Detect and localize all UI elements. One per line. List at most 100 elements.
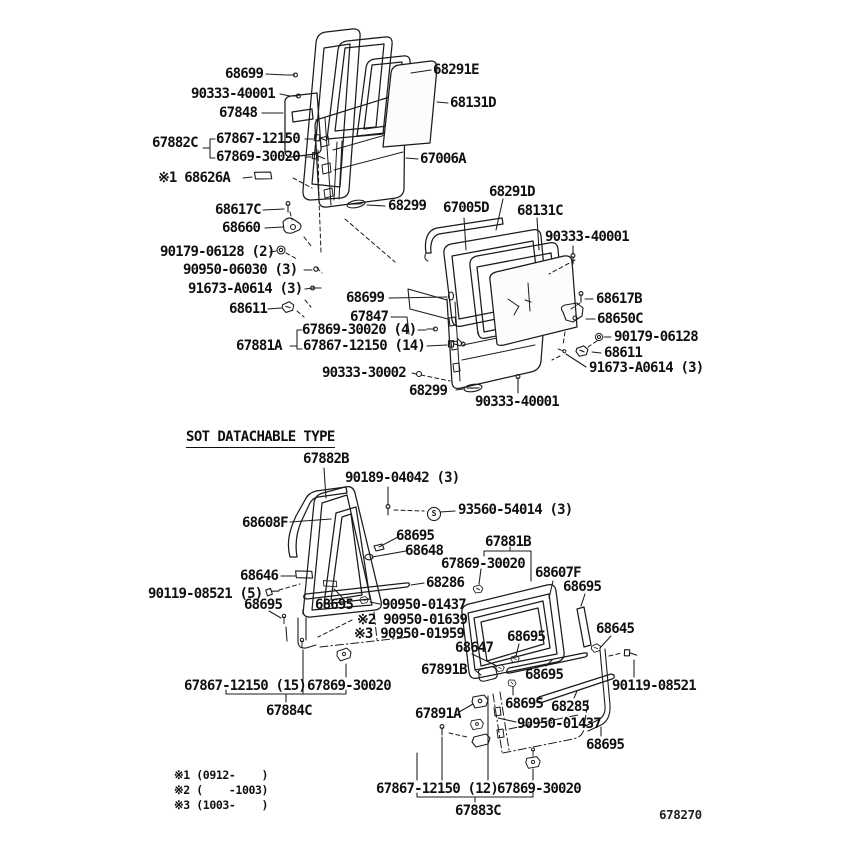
part-label-68617b: 68617B	[596, 291, 643, 307]
retainer-icon	[252, 169, 274, 182]
rivet-icon	[556, 346, 567, 354]
bolt-icon	[264, 586, 281, 597]
window-frame	[326, 36, 393, 140]
part-label-68131d: 68131D	[450, 95, 497, 111]
rear-door-assembly	[407, 217, 578, 390]
part-label-68695: 68695	[507, 629, 546, 645]
part-label-67869-30020: 67869-30020	[497, 781, 582, 797]
part-label-67884c: 67884C	[266, 703, 313, 719]
figure-number: 678270	[659, 807, 702, 822]
part-label-90333-40001: 90333-40001	[545, 229, 630, 245]
hinge-icon	[471, 694, 489, 709]
screw-icon	[289, 93, 302, 99]
division-strip	[576, 606, 592, 648]
part-label-2-90950-01639: ※2 90950-01639	[357, 612, 468, 628]
screw-icon	[515, 373, 521, 386]
part-label-67867-12150-12: 67867-12150 (12)	[376, 781, 499, 797]
stopper-icon	[477, 666, 498, 682]
part-label-68695: 68695	[563, 579, 602, 595]
detachable-front-door-frame	[287, 486, 411, 649]
part-label-90189-04042-3: 90189-04042 (3)	[345, 470, 460, 486]
grommet-icon	[276, 245, 286, 255]
inner-window-frame	[473, 600, 551, 667]
part-label-1-68626a: ※1 68626A	[158, 170, 231, 186]
part-label-68608f: 68608F	[242, 515, 289, 531]
retainer-icon	[293, 567, 315, 582]
part-label-67869-30020: 67869-30020	[441, 556, 526, 572]
part-label-90950-01437: 90950-01437	[382, 597, 467, 613]
lower-bar	[536, 673, 615, 704]
part-label-67005d: 67005D	[443, 200, 490, 216]
part-label-68699: 68699	[346, 290, 385, 306]
phantom-lines	[278, 149, 623, 738]
part-label-90119-08521-5: 90119-08521 (5)	[148, 586, 263, 602]
note-1: ※1 (0912- )	[174, 768, 269, 782]
clip-icon	[472, 584, 484, 594]
part-label-68648: 68648	[405, 543, 444, 559]
part-label-68645: 68645	[596, 621, 635, 637]
part-label-68285: 68285	[551, 699, 590, 715]
part-label-67881b: 67881B	[485, 534, 532, 550]
part-label-68607f: 68607F	[535, 565, 582, 581]
part-label-90950-06030-3: 90950-06030 (3)	[183, 262, 298, 278]
plug-icon	[462, 382, 484, 394]
part-label-68695: 68695	[525, 667, 564, 683]
hole-icon	[447, 291, 455, 301]
bolt-icon	[299, 637, 305, 649]
part-label-68699: 68699	[225, 66, 264, 82]
part-label-90179-06128: 90179-06128	[614, 329, 699, 345]
part-label-67882b: 67882B	[303, 451, 350, 467]
part-label-67848: 67848	[219, 105, 258, 121]
rear-door-glass	[489, 255, 578, 346]
part-label-68660: 68660	[222, 220, 261, 236]
leader-lines	[202, 69, 635, 803]
screw-icon	[286, 72, 299, 78]
note-2: ※2 ( -1003)	[174, 783, 269, 797]
screw-icon	[426, 326, 439, 332]
part-label-68131c: 68131C	[517, 203, 564, 219]
part-label-67847: 67847	[350, 309, 389, 325]
section-heading: SOT DATACHABLE TYPE	[186, 429, 335, 449]
part-label-68286: 68286	[426, 575, 465, 591]
part-label-91673-a0614-3: 91673-A0614 (3)	[589, 360, 704, 376]
hinge-icon	[525, 756, 541, 769]
part-label-68299: 68299	[388, 198, 427, 214]
part-label-68695: 68695	[244, 597, 283, 613]
part-label-90179-06128-2: 90179-06128 (2)	[160, 244, 275, 260]
part-label-68646: 68646	[240, 568, 279, 584]
screw-icon	[285, 200, 291, 213]
door-glass	[382, 60, 438, 148]
part-label-67867-12150-14: 67867-12150 (14)	[303, 338, 426, 354]
part-label-67867-12150: 67867-12150	[216, 131, 301, 147]
clip-icon	[280, 300, 296, 314]
part-label-68611: 68611	[229, 301, 268, 317]
part-label-68695: 68695	[505, 696, 544, 712]
part-label-68650c: 68650C	[597, 311, 644, 327]
screw-icon	[578, 290, 584, 303]
part-label-67869-30020: 67869-30020	[307, 678, 392, 694]
stabilizer-bar	[303, 582, 410, 600]
part-label-67006a: 67006A	[420, 151, 467, 167]
part-label-67869-30020-4: 67869-30020 (4)	[302, 322, 417, 338]
outer-frame	[461, 584, 565, 679]
hinge-icon	[471, 733, 491, 748]
part-label-90333-40001: 90333-40001	[475, 394, 560, 410]
bolt-icon	[439, 723, 445, 736]
outer-frame	[302, 486, 382, 618]
inner-window-frame	[323, 506, 371, 605]
bolt-icon	[622, 648, 639, 659]
frame-brace	[287, 486, 348, 558]
rear-window-frame	[443, 229, 548, 327]
part-label-3-90950-01959: ※3 90950-01959	[354, 626, 465, 642]
door-trim	[284, 92, 322, 158]
part-label-68611: 68611	[604, 345, 643, 361]
part-label-68291e: 68291E	[433, 62, 480, 78]
clip-icon	[506, 677, 518, 689]
part-label-90333-40001: 90333-40001	[191, 86, 276, 102]
part-label-90950-01437: 90950-01437	[517, 716, 602, 732]
part-label-90333-30002: 90333-30002	[322, 365, 407, 381]
part-label-68695: 68695	[396, 528, 435, 544]
rear-door-panel	[446, 298, 546, 390]
part-label-91673-a0614-3: 91673-A0614 (3)	[188, 281, 303, 297]
